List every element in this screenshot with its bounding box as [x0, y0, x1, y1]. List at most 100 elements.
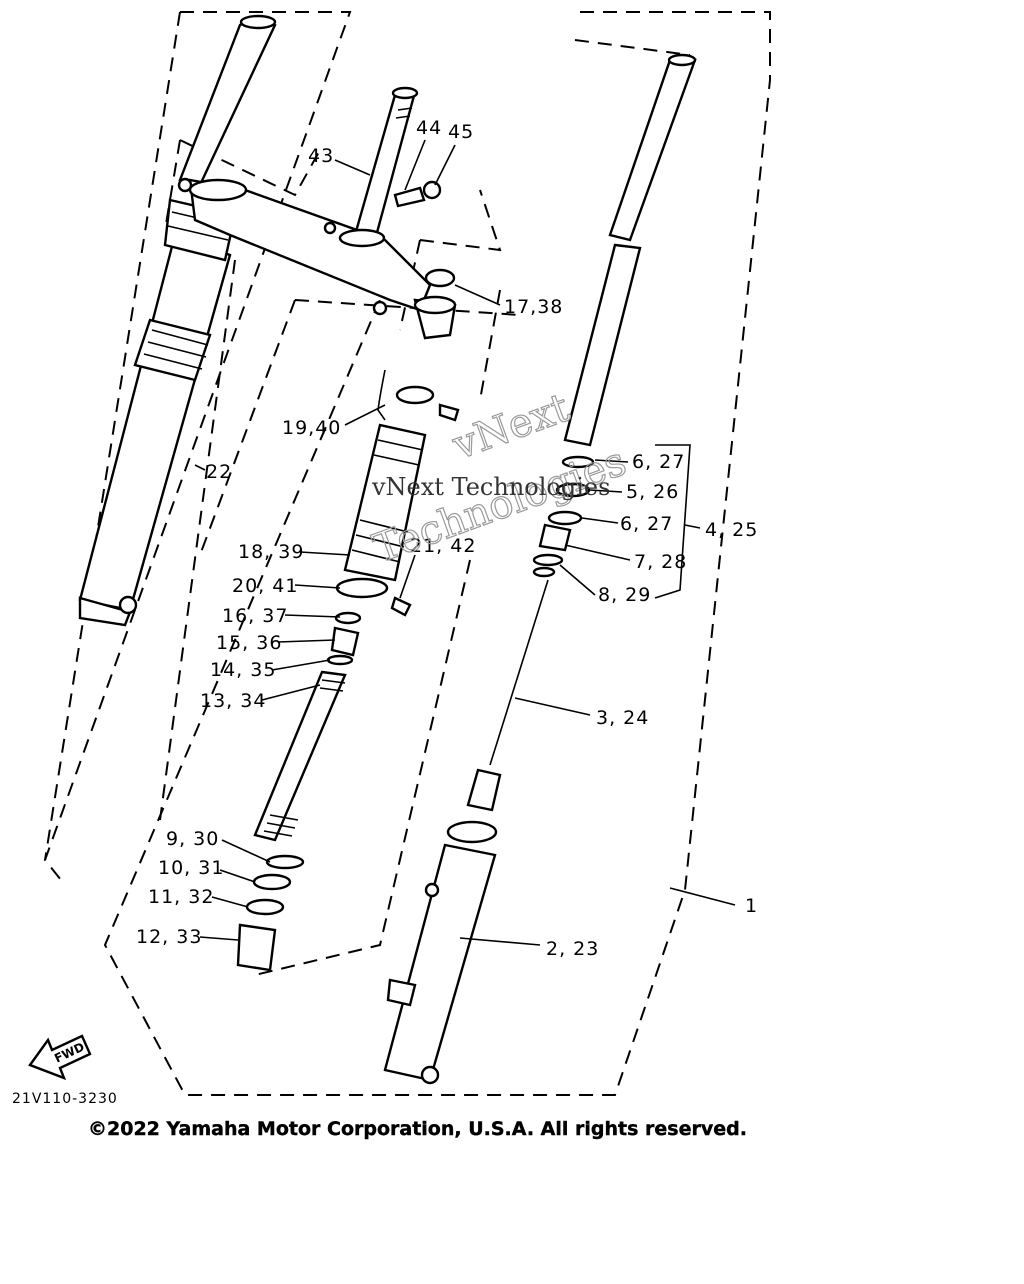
stem-top [391, 86, 419, 100]
clamp-top [413, 295, 457, 315]
bracket-bolt-low [372, 300, 388, 316]
ring-8b [532, 566, 556, 578]
label-2-23: 2, 23 [546, 938, 599, 960]
bracket-bolt-left [177, 177, 193, 193]
outline-left-fork [43, 11, 352, 886]
seal-ring-2 [446, 820, 498, 844]
label-14-35: 14, 35 [210, 659, 276, 681]
cable-assembly [377, 369, 460, 422]
label-1: 1 [745, 895, 758, 917]
lead-5 [589, 489, 623, 493]
lead-11 [211, 896, 249, 908]
middle-boot-ribs [351, 439, 424, 563]
label-21-42: 21, 42 [410, 535, 476, 557]
lead-6b [581, 517, 619, 524]
stem-threads [395, 107, 413, 119]
label-17-38: 17,38 [504, 296, 563, 318]
label-7-28: 7, 28 [634, 551, 687, 573]
outer-tube-bracket [386, 978, 417, 1007]
outer-tube-boss [424, 882, 440, 898]
lead-2 [459, 937, 541, 946]
label-22: 22 [206, 461, 232, 483]
label-45: 45 [448, 121, 474, 143]
left-axle-bolt [118, 595, 138, 615]
lead-43 [334, 159, 371, 176]
bracket-4 [654, 444, 691, 599]
bracket-bolt-mid [323, 221, 337, 235]
middle-boot [343, 423, 427, 582]
left-axle-end [78, 596, 132, 627]
lead-18 [299, 551, 351, 556]
outline-cap-group [419, 189, 502, 252]
lead-19 [344, 404, 386, 426]
label-44: 44 [416, 117, 442, 139]
label-13-34: 13, 34 [200, 690, 266, 712]
cap-assembly [413, 268, 457, 340]
copyright-notice: ©2022 Yamaha Motor Corporation, U.S.A. A… [88, 1118, 747, 1140]
label-6-27-a: 6, 27 [632, 451, 685, 473]
label-3-24: 3, 24 [596, 707, 649, 729]
left-boot-ribs [143, 329, 209, 370]
lead-20 [294, 584, 341, 589]
lead-16 [284, 614, 341, 618]
bushing-12 [236, 923, 277, 972]
ring-8a [532, 553, 564, 567]
seal-11 [245, 898, 285, 916]
right-tube-top [667, 53, 697, 67]
fwd-arrow: FWD [28, 1034, 92, 1081]
part-labels: 43 44 45 17,38 19,40 22 6, 27 5, 26 6, 2… [136, 117, 758, 960]
label-5-26: 5, 26 [626, 481, 679, 503]
left-boot [133, 318, 212, 382]
lead-14 [271, 659, 331, 671]
lead-1 [669, 887, 736, 906]
left-fork-assembly [78, 14, 277, 627]
lead-15 [277, 639, 336, 643]
right-inner-tube-upper [608, 58, 697, 242]
ring-6b [547, 510, 583, 526]
lead-9 [221, 839, 271, 863]
right-fork-assembly [383, 53, 697, 1085]
label-12-33: 12, 33 [136, 926, 202, 948]
collar-7 [538, 523, 572, 552]
washer-45 [422, 180, 442, 200]
left-inner-tube [178, 18, 277, 187]
clip-16 [334, 611, 362, 625]
label-11-32: 11, 32 [148, 886, 214, 908]
left-tube-top [239, 14, 277, 30]
middle-fork-stack [236, 423, 427, 972]
rod-3 [489, 579, 549, 766]
lead-4 [684, 524, 701, 529]
watermark-overlay: vNext Technologies [371, 473, 610, 501]
watermark-line-1: vNext [446, 385, 575, 470]
lead-45 [434, 144, 456, 186]
lead-10 [219, 869, 256, 883]
bolt-21 [390, 596, 412, 617]
right-inner-tube-lower [563, 243, 642, 447]
rod-end [466, 768, 502, 812]
outer-tube-2 [383, 843, 497, 1082]
outline-left-fork-inner [159, 259, 236, 821]
outline-tube-top [574, 39, 691, 56]
lead-13 [261, 684, 321, 701]
label-19-40: 19,40 [282, 417, 341, 439]
ring-6a [561, 455, 595, 469]
ring-14 [326, 654, 354, 666]
lead-44 [404, 139, 426, 191]
piston-15 [330, 626, 360, 657]
label-8-29: 8, 29 [598, 584, 651, 606]
lead-12 [199, 936, 239, 941]
label-10-31: 10, 31 [158, 857, 224, 879]
leader-lines [194, 139, 736, 946]
lead-6a [594, 459, 629, 463]
cable-19 [377, 369, 386, 421]
diagram-code: 21V110-3230 [12, 1091, 118, 1107]
bolt-44 [393, 186, 426, 208]
outline-inner-top [294, 299, 521, 316]
label-18-39: 18, 39 [238, 541, 304, 563]
outline-inner-left [199, 299, 296, 556]
bolt-side [438, 403, 460, 422]
label-6-27-b: 6, 27 [620, 513, 673, 535]
washer-9 [265, 854, 305, 870]
bracket-left-clamp [188, 178, 248, 202]
seal-ring [395, 385, 435, 405]
